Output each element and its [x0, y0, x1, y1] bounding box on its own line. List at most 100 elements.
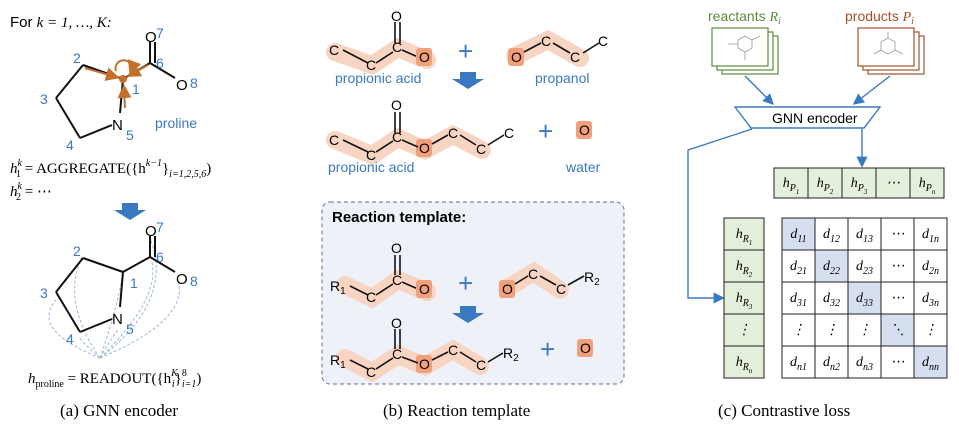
atom-c: C [570, 49, 580, 65]
atom-c: C [392, 272, 402, 288]
atom-c: C [541, 33, 551, 49]
plus-sign: + [458, 268, 473, 298]
panel-a: For k = 1, …, K: N O O 2 3 4 [10, 14, 211, 420]
svg-text:5: 5 [126, 321, 134, 337]
product-embedding-label: hP2 [817, 176, 834, 196]
o-highlight-box [416, 355, 432, 373]
atom-c: C [556, 281, 566, 297]
reactant-embedding-label: ⋮ [737, 323, 751, 338]
atom-numbers-top: 2 3 4 5 1 6 7 8 [40, 25, 198, 153]
product-embedding-cell [909, 167, 945, 199]
matrix-cell-value: d1n [922, 227, 939, 245]
matrix-cell-value: ⋮ [924, 323, 938, 338]
template-product-bonds [349, 329, 504, 370]
svg-text:8: 8 [190, 75, 198, 91]
gnn-encoder-label: GNN encoder [772, 110, 858, 126]
oxygen-atom-bottom-8: O [176, 271, 188, 288]
atom-c: C [476, 141, 486, 157]
reactant-card-stack [711, 27, 779, 75]
matrix-cell [781, 281, 816, 315]
plus-sign: + [538, 116, 553, 146]
atom-c: C [598, 33, 608, 49]
atom-c: C [528, 266, 538, 282]
highlight-ester [326, 124, 491, 166]
matrix-cell [847, 249, 882, 283]
template-acid-bonds [349, 255, 419, 296]
matrix-cell-diagonal [847, 281, 882, 315]
svg-text:7: 7 [156, 25, 164, 41]
matrix-cell [880, 345, 915, 379]
svg-text:5: 5 [126, 127, 134, 143]
atom-o: O [391, 315, 402, 331]
r1-group: R1 [330, 278, 346, 297]
molecule-sketch-icon [728, 35, 761, 60]
matrix-cell-value: dn3 [856, 355, 873, 373]
svg-text:8: 8 [190, 273, 198, 289]
label-propionic-acid-2: propionic acid [328, 159, 414, 175]
r2-group: R2 [503, 345, 519, 364]
matrix-cell-value: d12 [823, 227, 840, 245]
encoder-output-arrows [687, 128, 868, 304]
atom-o: O [391, 8, 402, 24]
matrix-cell [880, 217, 915, 251]
plus-sign: + [458, 36, 473, 66]
svg-text:3: 3 [40, 285, 48, 301]
atom-c: C [329, 132, 339, 148]
ester-bonds [342, 112, 505, 153]
aggregation-arrows [84, 59, 149, 109]
propanol-bonds [523, 42, 600, 54]
matrix-cell-value: dn1 [790, 355, 807, 373]
down-arrow-a [114, 203, 146, 220]
product-embedding-label: ⋯ [886, 176, 900, 191]
o-highlight-box [499, 280, 515, 298]
nitrogen-atom-bottom: N [112, 311, 123, 328]
atom-o: O [419, 49, 430, 65]
caption-c: (c) Contrastive loss [718, 401, 850, 420]
svg-text:1: 1 [130, 275, 138, 291]
matrix-cell-value: d23 [856, 259, 873, 277]
r2-group: R2 [584, 269, 600, 288]
atom-c: C [329, 42, 339, 58]
atom-c: C [392, 129, 402, 145]
product-embedding-cell [773, 167, 809, 199]
product-embedding-cell [875, 167, 911, 199]
template-title: Reaction template: [332, 209, 466, 226]
svg-text:1: 1 [132, 81, 140, 97]
matrix-cell [814, 345, 849, 379]
atom-c: C [366, 57, 376, 73]
reaction-template-box [321, 201, 625, 385]
matrix-cell-value: d2n [922, 259, 939, 277]
svg-text:6: 6 [156, 55, 164, 71]
matrix-cell-value: d11 [790, 227, 806, 245]
atom-o: O [391, 97, 402, 113]
reactant-embedding-label: hR2 [736, 259, 753, 279]
matrix-cell-value: d33 [856, 291, 873, 309]
nitrogen-atom-top: N [112, 117, 123, 134]
label-propionic-acid: propionic acid [335, 70, 421, 86]
matrix-cell-value: ⋮ [858, 323, 872, 338]
o-highlight-box [416, 280, 432, 298]
central-atom-dot [119, 75, 127, 83]
matrix-cell-value: dn2 [823, 355, 840, 373]
svg-text:4: 4 [66, 137, 74, 153]
svg-text:2: 2 [73, 243, 81, 259]
product-embedding-cell [807, 167, 843, 199]
o-highlight-box [576, 121, 592, 139]
reactant-embedding-cell [723, 281, 765, 315]
matrix-cell-value: ⋯ [891, 259, 905, 274]
highlight-acid-top [326, 37, 436, 75]
atom-c: C [366, 364, 376, 380]
atom-o: O [391, 240, 402, 256]
products-label: products Pi [845, 8, 914, 27]
molecule-sketch-icon [873, 32, 904, 55]
product-card-stack [857, 27, 925, 75]
atom-numbers-bottom: 2 3 4 5 1 6 7 8 [40, 219, 198, 347]
matrix-cell-value: ⋮ [825, 323, 839, 338]
matrix-cell-value: d32 [823, 291, 840, 309]
o-highlight-box [416, 48, 432, 66]
matrix-cell-value: d22 [823, 259, 840, 277]
